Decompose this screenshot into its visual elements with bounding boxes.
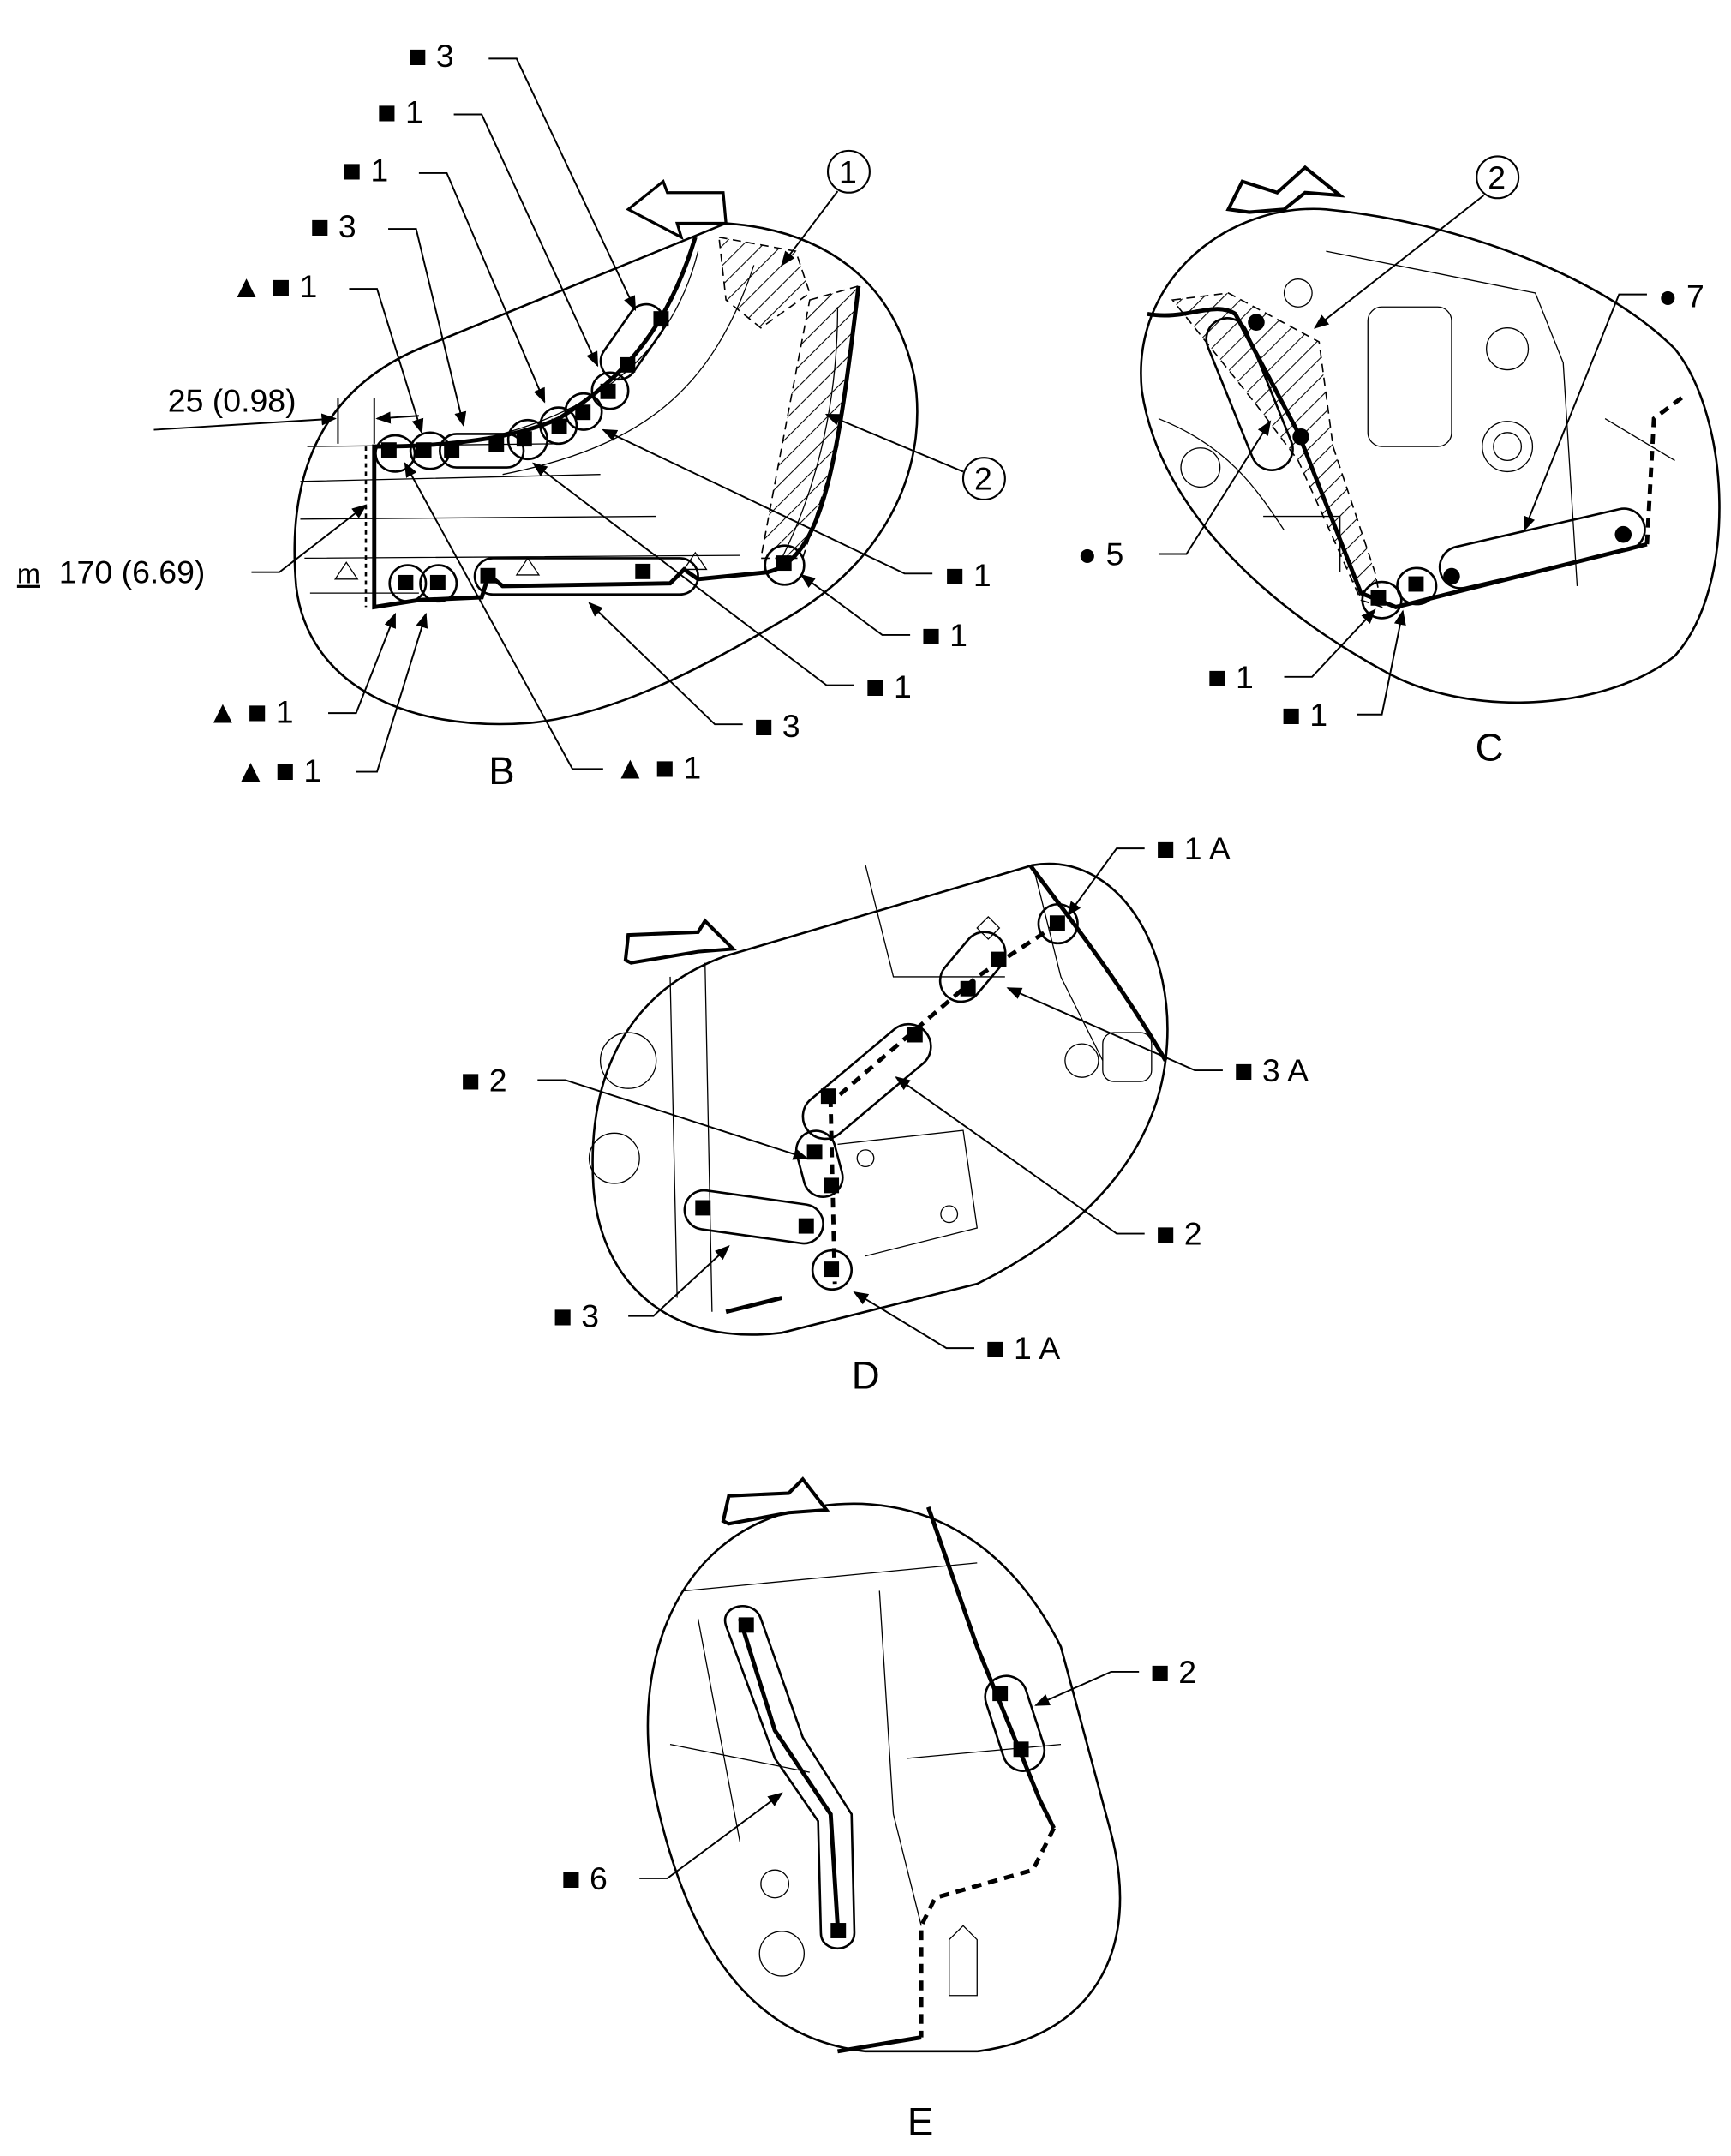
label-d-1: ■ 1 A <box>1156 830 1231 866</box>
label-b-3: ■ 1 <box>342 153 388 189</box>
view-c-body-lines <box>1158 250 1675 587</box>
label-e-2: ■ 6 <box>561 1860 608 1896</box>
label-c-2: ● 5 <box>1078 536 1124 572</box>
view-d-front-arrow-icon <box>623 918 737 965</box>
label-c-4: ■ 1 <box>1281 697 1327 733</box>
view-c-title: C <box>1476 726 1504 770</box>
view-e: ■ 2 ■ 6 E <box>561 1476 1196 2144</box>
view-d-body-lines <box>588 865 1153 1312</box>
svg-text:1: 1 <box>839 153 857 189</box>
view-b-title: B <box>488 749 514 793</box>
view-b: 25 (0.98) m 170 (6.69) 1 2 ■ 3 ■ 1 ■ 1 ■… <box>17 38 1006 793</box>
label-d-5: ■ 3 <box>553 1298 599 1334</box>
view-d-title: D <box>852 1353 880 1397</box>
view-e-weld-marks <box>723 1605 1046 1950</box>
view-b-callout-2: 2 <box>824 413 1006 501</box>
view-d-boundary <box>591 862 1169 1336</box>
view-e-body-lines <box>669 1562 1062 1997</box>
label-b-8: ▲ ■ 1 <box>614 750 701 786</box>
view-c-sealer-line <box>1147 307 1648 609</box>
svg-text:2: 2 <box>1488 159 1506 195</box>
label-b-2: ■ 1 <box>377 93 423 129</box>
label-c-3: ■ 1 <box>1207 659 1254 695</box>
view-c-callout-2: 2 <box>1313 155 1520 329</box>
label-b-6: ▲ ■ 1 <box>207 694 293 730</box>
view-d-labels: ■ 1 A ■ 3 A ■ 2 ■ 2 ■ 3 ■ 1 A <box>461 830 1309 1366</box>
view-e-hidden-sealer-line <box>919 1827 1057 2038</box>
view-b-labels: ■ 3 ■ 1 ■ 1 ■ 3 ▲ ■ 1 ▲ ■ 1 ▲ ■ 1 ▲ ■ 1 … <box>207 38 991 788</box>
label-b-11: ■ 1 <box>921 617 967 653</box>
label-b-1: ■ 3 <box>408 38 454 74</box>
label-d-4: ■ 2 <box>1156 1216 1202 1252</box>
bead-width-icon: m <box>17 559 40 590</box>
view-b-dimension-170: m 170 (6.69) <box>17 504 368 590</box>
label-b-10: ■ 1 <box>866 668 912 704</box>
label-b-12: ■ 1 <box>945 557 991 593</box>
view-b-boundary <box>293 222 919 726</box>
label-b-7: ▲ ■ 1 <box>235 752 321 788</box>
view-b-weld-marks <box>374 302 806 603</box>
label-c-1: ● 7 <box>1658 278 1704 314</box>
view-c-hidden-sealer-line <box>1644 396 1684 545</box>
view-c-weld-marks <box>1205 314 1646 620</box>
view-b-front-arrow-icon <box>626 179 728 241</box>
dimension-170-label: 170 (6.69) <box>59 554 206 590</box>
label-b-4: ■ 3 <box>310 208 356 244</box>
view-d: ■ 1 A ■ 3 A ■ 2 ■ 2 ■ 3 ■ 1 A D <box>461 830 1309 1397</box>
view-b-hatched-area-2 <box>759 284 860 560</box>
svg-text:2: 2 <box>974 461 992 497</box>
label-d-6: ■ 1 A <box>985 1330 1060 1366</box>
view-b-dimension-25: 25 (0.98) <box>153 382 419 444</box>
label-d-2: ■ 3 A <box>1234 1052 1309 1088</box>
dimension-25-label: 25 (0.98) <box>168 382 296 418</box>
view-e-labels: ■ 2 ■ 6 <box>561 1654 1196 1896</box>
view-c: 2 ● 7 ● 5 ■ 1 ■ 1 C <box>1078 155 1721 770</box>
label-d-3: ■ 2 <box>461 1062 507 1098</box>
label-b-5: ▲ ■ 1 <box>231 268 317 304</box>
view-d-weld-marks <box>683 902 1079 1291</box>
view-d-hidden-sealer-line <box>828 922 1060 1285</box>
view-e-boundary <box>646 1502 1122 2053</box>
view-c-front-arrow-icon <box>1225 165 1346 214</box>
view-b-callout-1: 1 <box>781 149 871 267</box>
label-e-1: ■ 2 <box>1150 1654 1196 1690</box>
view-c-labels: ● 7 ● 5 ■ 1 ■ 1 <box>1078 278 1704 733</box>
view-b-hatched-area-1 <box>718 236 811 329</box>
view-e-front-arrow-icon <box>721 1476 830 1526</box>
label-b-9: ■ 3 <box>754 708 800 744</box>
view-e-title: E <box>907 2100 933 2144</box>
view-d-sealer-line <box>725 864 1168 1315</box>
view-c-boundary <box>1140 207 1721 704</box>
view-c-hatched-area <box>1171 292 1383 608</box>
view-e-sealer-line <box>738 1506 1057 2054</box>
